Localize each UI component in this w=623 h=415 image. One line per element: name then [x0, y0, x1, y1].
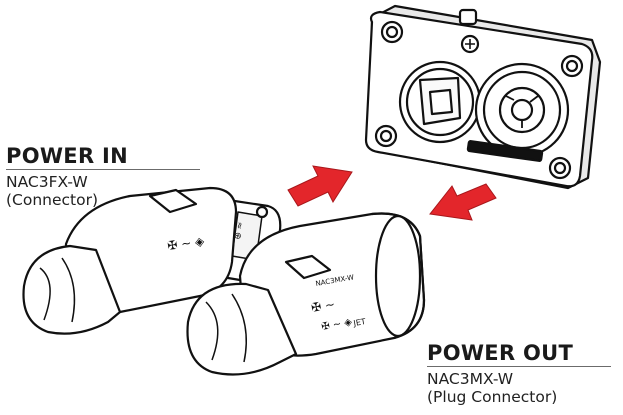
plug-connector-nac3mx-w: NAC3MX-W ✠ ~ ✠ ~ ◈ JET [186, 212, 426, 376]
power-out-model: NAC3MX-W [427, 370, 514, 388]
power-in-divider [6, 169, 200, 170]
power-in-label: POWER IN NAC3FX-W (Connector) [6, 144, 200, 209]
plug-brand-marking: JET [352, 317, 367, 328]
power-out-type: (Plug Connector) [427, 388, 558, 406]
svg-text:⊕ ≈: ⊕ ≈ [233, 221, 246, 240]
svg-text:✠ ~: ✠ ~ [310, 297, 336, 315]
power-out-divider [427, 366, 611, 367]
power-in-type: (Connector) [6, 191, 99, 209]
svg-text:✠ ~ ◈: ✠ ~ ◈ [166, 234, 205, 253]
arrow-from-socket-icon [429, 183, 497, 221]
panel-socket [364, 4, 602, 190]
power-out-label: POWER OUT NAC3MX-W (Plug Connector) [427, 341, 611, 406]
connector-nac3fx-w: ⊕ ≈ ✠ ~ ◈ [22, 186, 282, 335]
power-out-title: POWER OUT [427, 341, 574, 365]
power-in-title: POWER IN [6, 144, 129, 168]
arrow-into-socket-icon [287, 165, 353, 207]
svg-text:✠ ~ ◈: ✠ ~ ◈ [321, 317, 354, 333]
power-in-model: NAC3FX-W [6, 173, 88, 191]
